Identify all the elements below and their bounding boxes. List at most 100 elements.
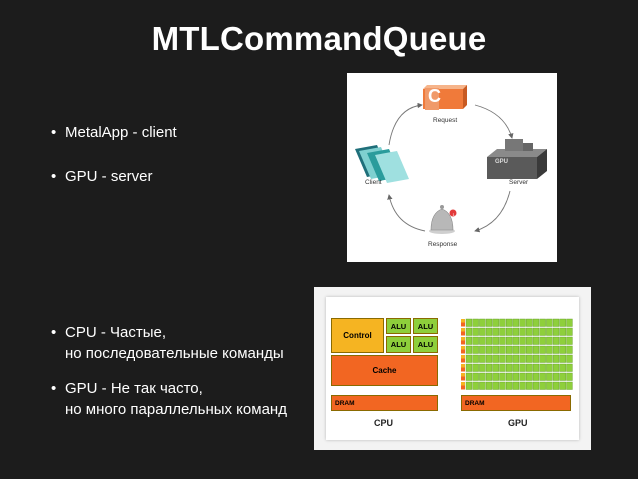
gpu-alu-cell [506,354,513,363]
gpu-alu-cell [526,381,533,390]
gpu-alu-cell [519,336,526,345]
gpu-alu-cell [539,381,546,390]
gpu-alu-cell [532,354,540,363]
gpu-alu-cell [472,363,479,372]
bullet-line1: GPU - Не так часто, [65,380,203,397]
gpu-alu-cell [552,372,560,381]
gpu-alu-cell [506,381,513,390]
gpu-cache-cell [461,331,465,336]
bullet-line2: но последовательные команды [65,345,284,362]
gpu-core-grid [461,318,573,390]
client-server-diagram: C GPU 1 Request Client Server Response [347,73,557,262]
gpu-alu-cell [465,318,473,327]
gpu-control-cell [461,364,465,368]
gpu-alu-cell [519,327,526,336]
gpu-alu-cell [479,327,486,336]
gpu-alu-cell [566,336,573,345]
client-label: Client [365,179,382,186]
gpu-alu-cell [526,318,533,327]
gpu-alu-cell [519,354,526,363]
gpu-alu-cell [492,354,499,363]
cpu-caption: CPU [374,418,394,428]
gpu-alu-cell [472,336,479,345]
gpu-alu-cell [479,354,486,363]
gpu-alu-cell [519,318,526,327]
gpu-alu-cell [559,363,566,372]
cpu-gpu-diagram-inner: Control ALU ALU ALU ALU Cache DRAM CPU D… [326,297,579,440]
gpu-alu-cell [566,372,573,381]
control-block: Control [331,318,384,353]
bullet-text: GPU - server [65,168,153,185]
gpu-alu-cell [512,318,520,327]
gpu-alu-cell [499,327,506,336]
bullet-client: • MetalApp - client [51,122,177,143]
gpu-alu-cell [506,336,513,345]
gpu-alu-cell [532,327,540,336]
gpu-alu-cell [526,354,533,363]
request-icon-letter: C [428,86,441,106]
cpu-gpu-diagram: Control ALU ALU ALU ALU Cache DRAM CPU D… [314,287,591,450]
gpu-alu-cell [472,381,479,390]
gpu-alu-cell [512,363,520,372]
gpu-alu-cell [552,345,560,354]
gpu-alu-cell [485,354,493,363]
gpu-alu-cell [465,354,473,363]
gpu-alu-cell [465,345,473,354]
gpu-alu-cell [526,372,533,381]
bullet-line1: CPU - Частые, [65,324,167,341]
gpu-caption: GPU [508,418,528,428]
notification-dot [449,209,457,217]
gpu-alu-cell [559,336,566,345]
gpu-alu-cell [506,345,513,354]
gpu-alu-cell [539,327,546,336]
bullet-server: • GPU - server [51,166,153,187]
gpu-alu-cell [532,318,540,327]
gpu-alu-cell [479,318,486,327]
gpu-alu-cell [465,381,473,390]
gpu-alu-cell [559,372,566,381]
gpu-control-cell [461,382,465,386]
alu-block: ALU [413,336,438,353]
slide-title: MTLCommandQueue [151,20,487,57]
gpu-alu-cell [485,345,493,354]
gpu-alu-cell [485,381,493,390]
request-box-icon [423,85,467,110]
gpu-alu-cell [559,381,566,390]
gpu-alu-cell [479,336,486,345]
gpu-alu-cell [566,345,573,354]
response-bell-icon [429,205,457,234]
gpu-alu-cell [506,327,513,336]
gpu-control-cell [461,337,465,341]
gpu-alu-cell [512,372,520,381]
gpu-alu-cell [479,345,486,354]
gpu-alu-cell [492,345,499,354]
bullet-dot: • [51,380,57,397]
gpu-alu-cell [539,372,546,381]
gpu-alu-cell [546,354,553,363]
gpu-alu-cell [566,318,573,327]
gpu-alu-cell [499,372,506,381]
gpu-alu-cell [539,345,546,354]
gpu-alu-cell [526,336,533,345]
gpu-alu-cell [519,372,526,381]
client-cards-icon [355,145,409,183]
gpu-alu-cell [506,363,513,372]
gpu-alu-cell [479,363,486,372]
bullet-dot: • [51,124,57,141]
gpu-alu-cell [552,327,560,336]
gpu-alu-cell [465,327,473,336]
bullet-line2: но много параллельных команд [65,401,287,418]
arrow-response-client [387,194,426,232]
gpu-alu-cell [539,336,546,345]
gpu-alu-cell [559,327,566,336]
gpu-alu-cell [546,345,553,354]
request-label: Request [433,117,458,124]
gpu-alu-cell [512,381,520,390]
gpu-alu-cell [539,318,546,327]
gpu-alu-cell [552,354,560,363]
gpu-alu-cell [546,327,553,336]
gpu-alu-cell [532,363,540,372]
gpu-alu-cell [465,363,473,372]
gpu-alu-cell [566,381,573,390]
gpu-alu-cell [546,318,553,327]
